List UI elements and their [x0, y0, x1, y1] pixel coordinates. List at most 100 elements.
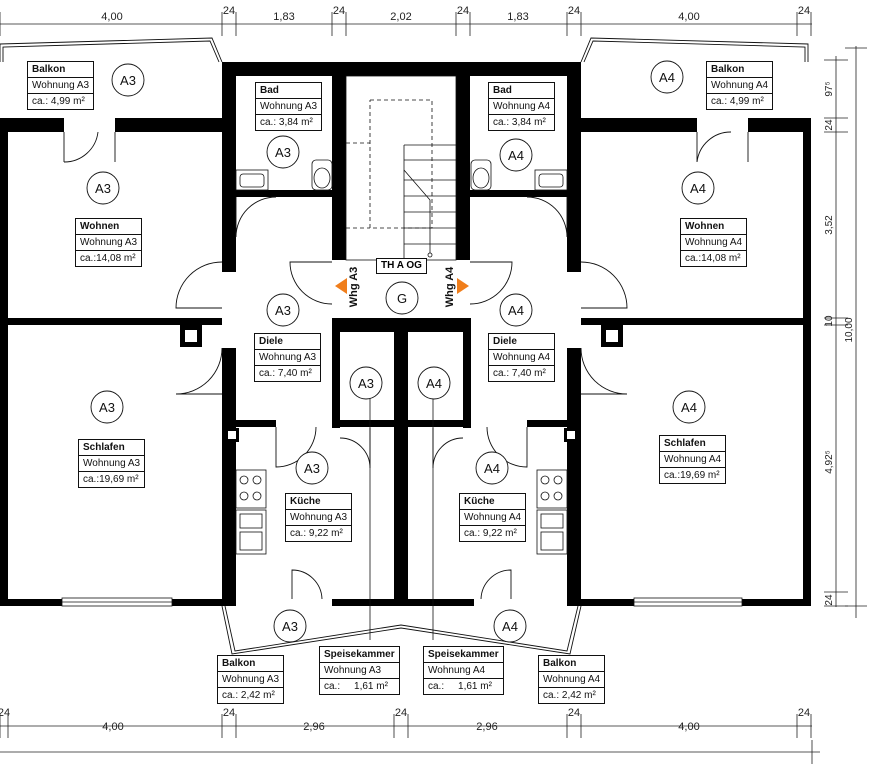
- dim-right-0: 97⁵: [824, 81, 835, 96]
- room-unit: Wohnung A3: [218, 671, 284, 687]
- room-label-a3-balkon-bottom: Balkon Wohnung A3 ca.: 2,42 m²: [217, 655, 285, 704]
- dim-bottom-5: 2,96: [476, 721, 497, 733]
- room-name: Diele: [493, 336, 517, 347]
- room-area: ca.: 2,42 m²: [218, 687, 284, 703]
- room-area: ca.:14,08 m²: [681, 250, 747, 266]
- marker-text: A3: [99, 400, 115, 415]
- room-area: ca.: 7,40 m²: [255, 365, 321, 381]
- dim-right-4: 4,92⁵: [824, 450, 835, 474]
- marker-a4-wohnen: A4: [681, 171, 715, 205]
- stair-unit-entries: Whg A3 Whg A4: [335, 266, 469, 307]
- dim-bottom-8: 24: [798, 707, 810, 719]
- room-name: Wohnen: [80, 221, 120, 232]
- room-name: Balkon: [711, 64, 745, 75]
- marker-text: A3: [304, 461, 320, 476]
- room-unit: Wohnung A3: [256, 98, 322, 114]
- dim-top-1: 24: [223, 5, 235, 17]
- marker-text: A3: [282, 619, 298, 634]
- room-area: ca.: 3,84 m²: [489, 114, 555, 130]
- room-area: ca.: 7,40 m²: [489, 365, 555, 381]
- marker-text: A4: [681, 400, 697, 415]
- dim-top-3: 24: [333, 5, 345, 17]
- marker-a3-diele: A3: [266, 293, 300, 327]
- room-name: Balkon: [32, 64, 66, 75]
- marker-a4-diele: A4: [499, 293, 533, 327]
- room-label-a3-schlafen: Schlafen Wohnung A3 ca.:19,69 m²: [78, 439, 146, 488]
- room-label-a4-speisekammer: Speisekammer Wohnung A4 ca.: 1,61 m²: [423, 646, 504, 695]
- arrow-left-icon: [335, 278, 347, 294]
- marker-a4-kueche: A4: [475, 451, 509, 485]
- marker-a3-balkon-bottom: A3: [273, 609, 307, 643]
- dim-bottom-2: 24: [223, 707, 235, 719]
- room-unit: Wohnung A4: [489, 98, 555, 114]
- room-area: ca.: 1,61 m²: [424, 678, 503, 694]
- dim-top-8: 4,00: [678, 11, 699, 23]
- room-label-a4-bad: Bad Wohnung A4 ca.: 3,84 m²: [488, 82, 556, 131]
- room-label-a4-schlafen: Schlafen Wohnung A4 ca.:19,69 m²: [659, 435, 727, 484]
- marker-a4-schlafen: A4: [672, 390, 706, 424]
- room-area: ca.: 4,99 m²: [707, 93, 773, 109]
- marker-text: A4: [690, 181, 706, 196]
- arrow-right-icon: [457, 278, 469, 294]
- fixtures: [235, 159, 568, 555]
- room-area: ca.: 2,42 m²: [539, 687, 605, 703]
- room-label-a4-balkon-bottom: Balkon Wohnung A4 ca.: 2,42 m²: [538, 655, 606, 704]
- marker-text: A3: [358, 376, 374, 391]
- room-unit: Wohnung A3: [28, 77, 94, 93]
- room-label-a4-kueche: Küche Wohnung A4 ca.: 9,22 m²: [459, 493, 527, 542]
- dim-top-4: 2,02: [390, 11, 411, 23]
- dim-bottom-4: 24: [395, 707, 407, 719]
- room-area: ca.: 3,84 m²: [256, 114, 322, 130]
- room-name: Schlafen: [664, 438, 706, 449]
- room-area: ca.: 9,22 m²: [286, 525, 352, 541]
- dimension-lines: [0, 12, 867, 764]
- marker-stair-g: G: [385, 281, 419, 315]
- whg-a3-label: Whg A3: [348, 267, 360, 308]
- room-name: Speisekammer: [324, 649, 395, 660]
- windows: [61, 597, 743, 607]
- room-area: ca.:19,69 m²: [79, 471, 145, 487]
- marker-text: A3: [95, 181, 111, 196]
- marker-text: A4: [484, 461, 500, 476]
- marker-text: A3: [275, 145, 291, 160]
- room-markers: A3 A3 A3 A3 A3 A3 A3 A3 A4 A4 A4 A4 A4 A…: [86, 60, 715, 643]
- room-label-a4-wohnen: Wohnen Wohnung A4 ca.:14,08 m²: [680, 218, 748, 267]
- room-name: Bad: [493, 85, 512, 96]
- marker-text: A4: [659, 70, 675, 85]
- dim-top-9: 24: [798, 5, 810, 17]
- room-unit: Wohnung A4: [681, 234, 747, 250]
- room-unit: Wohnung A3: [286, 509, 352, 525]
- bottom-dimension-labels: 24 4,00 24 2,96 24 2,96 24 4,00 24: [0, 707, 810, 733]
- doors: [63, 131, 749, 600]
- stair-start-dot: [427, 252, 433, 258]
- room-label-a3-diele: Diele Wohnung A3 ca.: 7,40 m²: [254, 333, 322, 382]
- dim-right-2: 3,52: [824, 215, 835, 235]
- room-name: Küche: [464, 496, 495, 507]
- room-area: ca.: 1,61 m²: [320, 678, 399, 694]
- dim-bottom-3: 2,96: [303, 721, 324, 733]
- room-area: ca.: 4,99 m²: [28, 93, 94, 109]
- room-label-a3-wohnen: Wohnen Wohnung A3 ca.:14,08 m²: [75, 218, 143, 267]
- marker-a3-speisekammer: A3: [349, 366, 383, 400]
- marker-text: A3: [275, 303, 291, 318]
- room-unit: Wohnung A4: [489, 349, 555, 365]
- marker-a3-wohnen: A3: [86, 171, 120, 205]
- wall-holes: [185, 330, 618, 439]
- staircase: [345, 75, 457, 261]
- room-unit: Wohnung A3: [320, 662, 399, 678]
- marker-a3-balkon-top: A3: [111, 63, 145, 97]
- room-label-a3-bad: Bad Wohnung A3 ca.: 3,84 m²: [255, 82, 323, 131]
- room-name: Küche: [290, 496, 321, 507]
- marker-a4-balkon-bottom: A4: [493, 609, 527, 643]
- marker-a4-bad: A4: [499, 138, 533, 172]
- room-name: Balkon: [543, 658, 577, 669]
- room-area: ca.:19,69 m²: [660, 467, 726, 483]
- dim-bottom-1: 4,00: [102, 721, 123, 733]
- dim-top-0: 4,00: [101, 11, 122, 23]
- dim-top-5: 24: [457, 5, 469, 17]
- dim-right-1: 24: [824, 119, 835, 131]
- room-name: Speisekammer: [428, 649, 499, 660]
- room-unit: Wohnung A4: [707, 77, 773, 93]
- marker-text: A4: [502, 619, 518, 634]
